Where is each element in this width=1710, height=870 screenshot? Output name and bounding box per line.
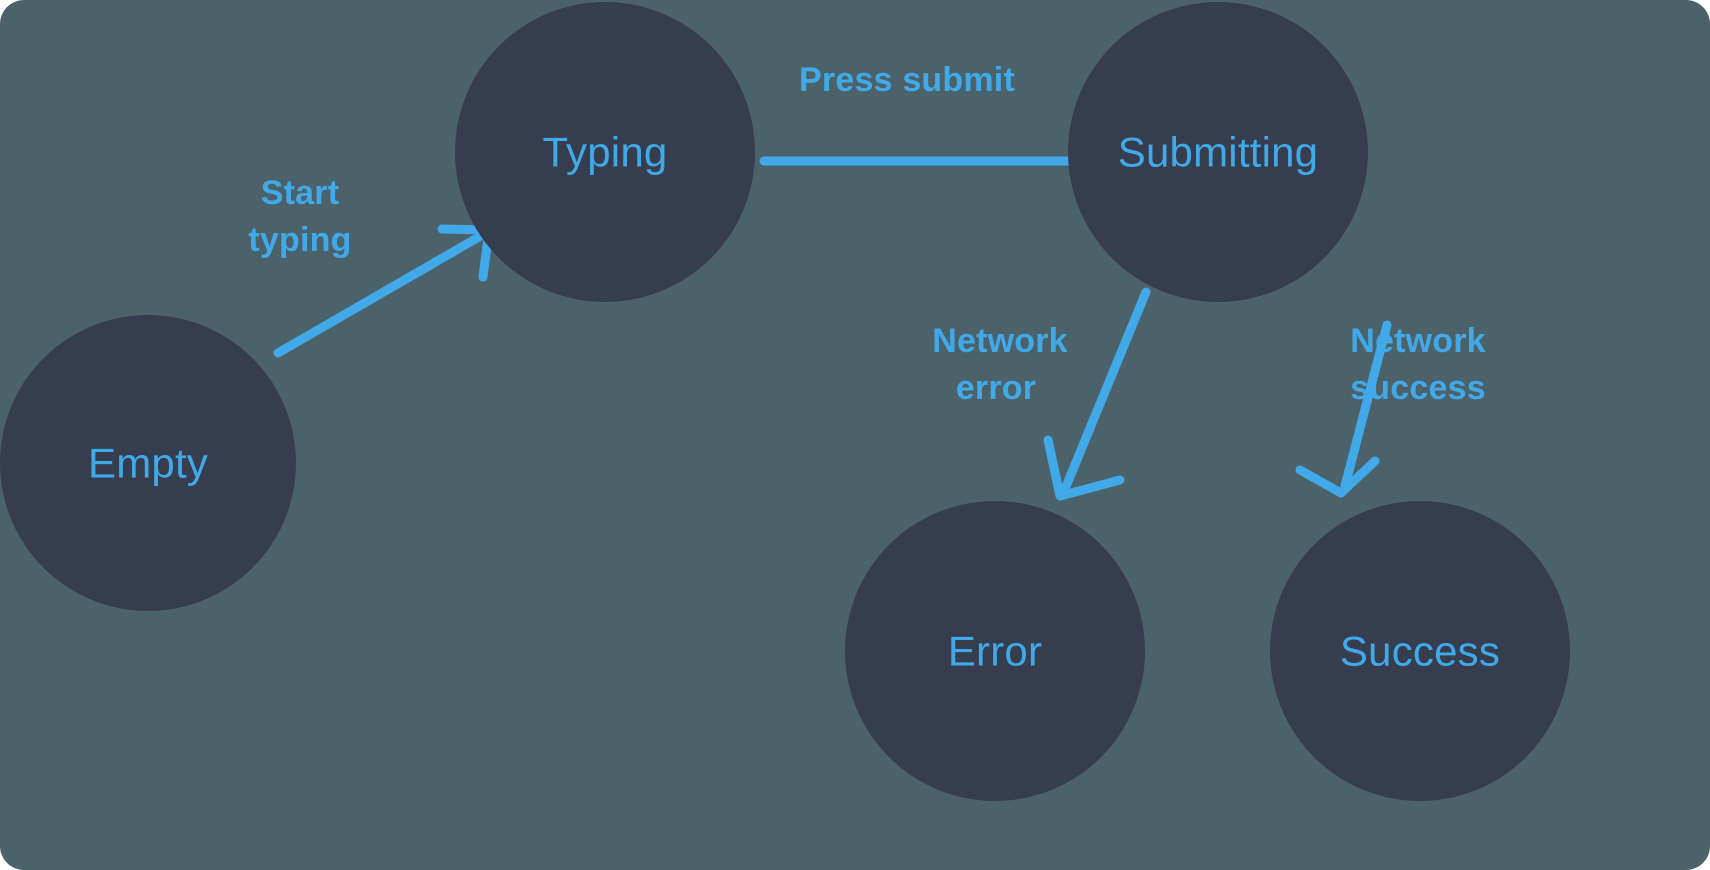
node-label-submitting: Submitting [1118, 129, 1318, 176]
state-node-typing[interactable]: Typing [455, 2, 755, 302]
edge-label-network-error: Network error [932, 322, 1068, 407]
node-circle[interactable] [1068, 2, 1368, 302]
edge-label-network-success: Network success [1350, 322, 1486, 407]
edge-arrowhead [1295, 456, 1380, 498]
edge-line [1340, 320, 1392, 491]
node-circle[interactable] [845, 501, 1145, 801]
node-circle[interactable] [0, 315, 296, 611]
edge-labels-layer: Start typing Press submit Network error … [248, 61, 1485, 407]
nodes-layer: Empty Typing Submitting Error Success [0, 2, 1570, 801]
edge-arrowhead [1043, 435, 1125, 501]
node-label-error: Error [948, 628, 1042, 675]
node-circle[interactable] [1270, 501, 1570, 801]
edge-submitting-to-error [1043, 287, 1151, 501]
edge-line [1060, 287, 1151, 494]
edge-label-line: Press submit [799, 61, 1015, 99]
edge-label-line: success [1350, 369, 1486, 407]
edge-submitting-to-success [1295, 320, 1392, 498]
edge-label-line: Network [1350, 322, 1486, 360]
state-node-empty[interactable]: Empty [0, 315, 296, 611]
edge-label-start-typing: Start typing [248, 174, 351, 259]
state-node-submitting[interactable]: Submitting [1068, 2, 1368, 302]
node-label-empty: Empty [88, 440, 208, 487]
edge-line [273, 229, 489, 358]
edge-label-line: typing [248, 221, 351, 259]
node-label-success: Success [1340, 628, 1500, 675]
node-circle[interactable] [455, 2, 755, 302]
edge-label-line: Start [261, 174, 339, 212]
state-node-success[interactable]: Success [1270, 501, 1570, 801]
edge-label-line: Network [932, 322, 1068, 360]
node-label-typing: Typing [543, 129, 668, 176]
edge-label-line: error [956, 369, 1036, 407]
state-node-error[interactable]: Error [845, 501, 1145, 801]
edge-label-press-submit: Press submit [799, 61, 1015, 99]
